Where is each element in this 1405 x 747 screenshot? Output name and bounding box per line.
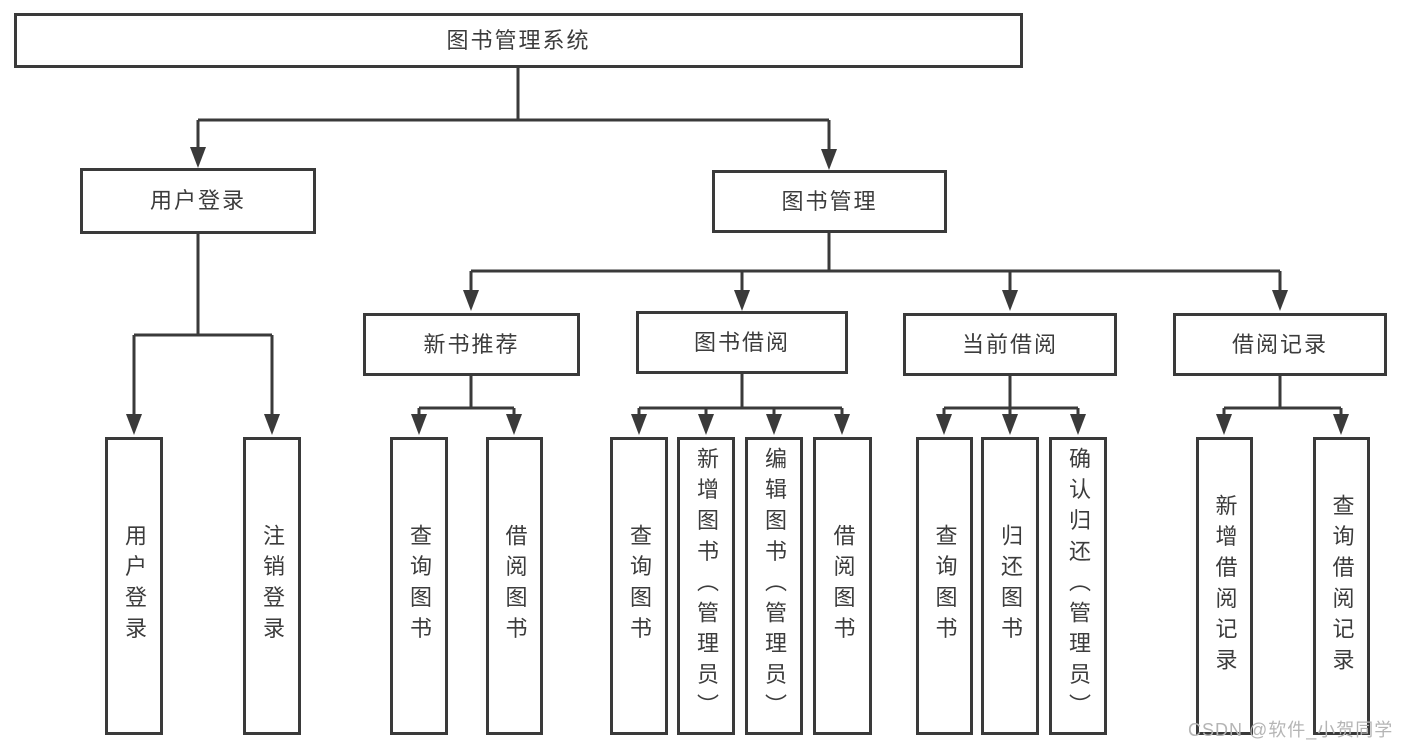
leaf-logout: 注销登录: [243, 437, 301, 735]
leaf-borrow-books-recommend: 借阅图书: [486, 437, 543, 735]
leaf-add-books-admin: 新增图书（管理员）: [677, 437, 735, 735]
arrowheads: [126, 147, 1349, 435]
node-user-login-branch: 用户登录: [80, 168, 316, 234]
leaf-user-login: 用户登录: [105, 437, 163, 735]
leaf-borrow-books: 借阅图书: [813, 437, 872, 735]
node-borrowing-records: 借阅记录: [1173, 313, 1387, 376]
node-book-management-branch: 图书管理: [712, 170, 947, 233]
node-new-book-recommend: 新书推荐: [363, 313, 580, 376]
node-book-borrowing: 图书借阅: [636, 311, 848, 374]
leaf-add-borrow-record: 新增借阅记录: [1196, 437, 1253, 735]
leaf-edit-books-admin: 编辑图书（管理员）: [745, 437, 803, 735]
node-library-system-root: 图书管理系统: [14, 13, 1023, 68]
leaf-query-books-recommend: 查询图书: [390, 437, 448, 735]
leaf-confirm-return-admin: 确认归还（管理员）: [1049, 437, 1107, 735]
leaf-query-books-current: 查询图书: [916, 437, 973, 735]
leaf-query-borrow-record: 查询借阅记录: [1313, 437, 1370, 735]
node-current-borrowing: 当前借阅: [903, 313, 1117, 376]
csdn-watermark: CSDN @软件_小贺同学: [1188, 720, 1394, 740]
leaf-query-books-borrowing: 查询图书: [610, 437, 668, 735]
leaf-return-books: 归还图书: [981, 437, 1039, 735]
